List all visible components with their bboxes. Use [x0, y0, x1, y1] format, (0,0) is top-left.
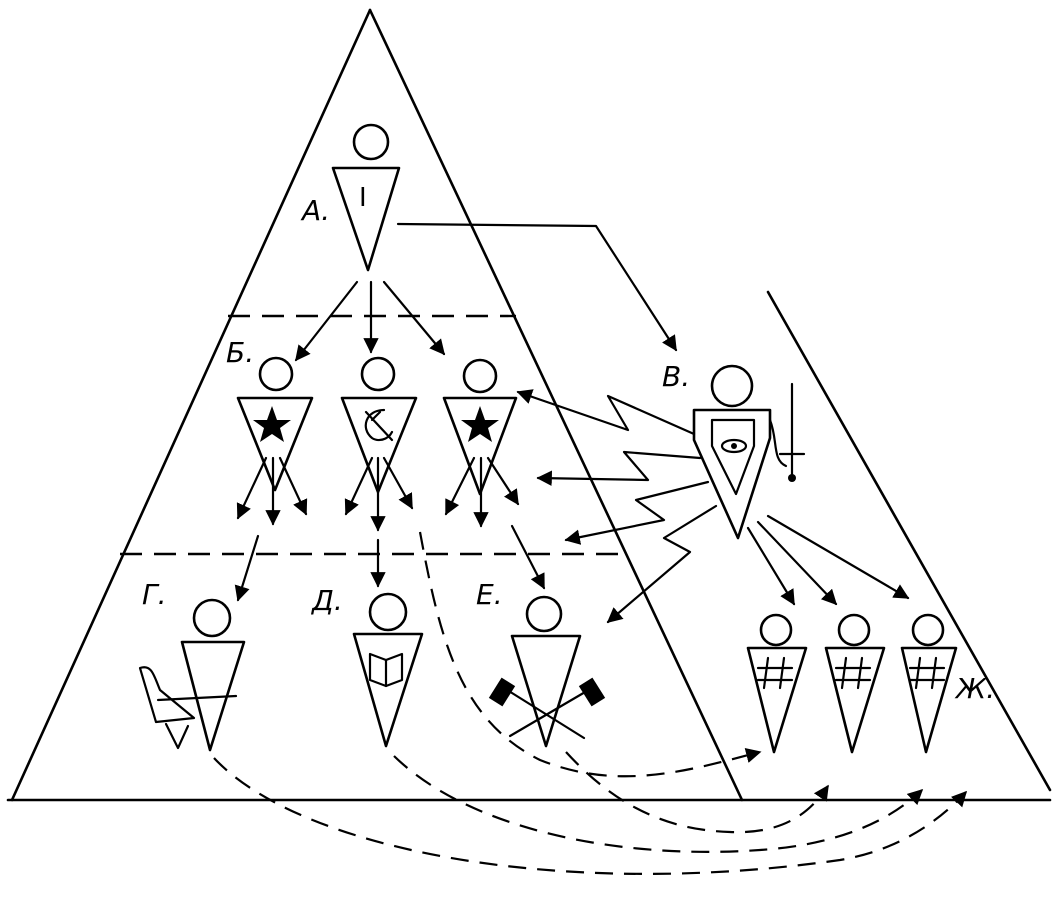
roman-one-icon: I	[359, 183, 367, 213]
hammer-and-sickle-icon	[366, 410, 392, 440]
leader-figure: I	[333, 125, 399, 270]
label-zh: Ж.	[954, 672, 995, 705]
leader-to-party-arrows	[296, 282, 444, 360]
label-d: Д.	[310, 584, 343, 617]
party-figure-right	[444, 360, 518, 526]
eye-icon	[722, 440, 746, 452]
sword-icon	[780, 384, 804, 482]
intelligentsia-figure	[354, 594, 422, 746]
prison-bars-icon	[910, 658, 944, 688]
lightning-arrows	[518, 392, 716, 622]
prisoner-figure-1	[748, 615, 806, 752]
label-g: Г.	[142, 578, 167, 611]
prisoner-figure-3	[902, 615, 956, 752]
prisoner-figure-2	[826, 615, 884, 752]
label-e: Е.	[476, 578, 503, 611]
police-to-prisoners-arrows	[748, 516, 908, 604]
book-icon	[370, 654, 402, 686]
wheelbarrow-icon	[140, 667, 236, 748]
prison-bars-icon	[758, 658, 792, 688]
party-figure-center	[342, 358, 416, 530]
secret-police-figure	[694, 366, 804, 538]
party-figure-left	[238, 358, 312, 524]
star-icon	[253, 406, 291, 442]
peasant-figure	[489, 597, 605, 746]
leader-to-police-arrow	[398, 224, 676, 350]
svg-text:I: I	[359, 183, 367, 213]
prison-bars-icon	[836, 658, 870, 688]
crossed-hammers-icon	[489, 678, 605, 738]
label-b: Б.	[226, 336, 254, 369]
label-v: В.	[662, 360, 690, 393]
label-a: А.	[300, 194, 330, 227]
main-pyramid	[8, 10, 1050, 800]
star-icon	[461, 406, 499, 442]
worker-figure	[140, 600, 244, 750]
